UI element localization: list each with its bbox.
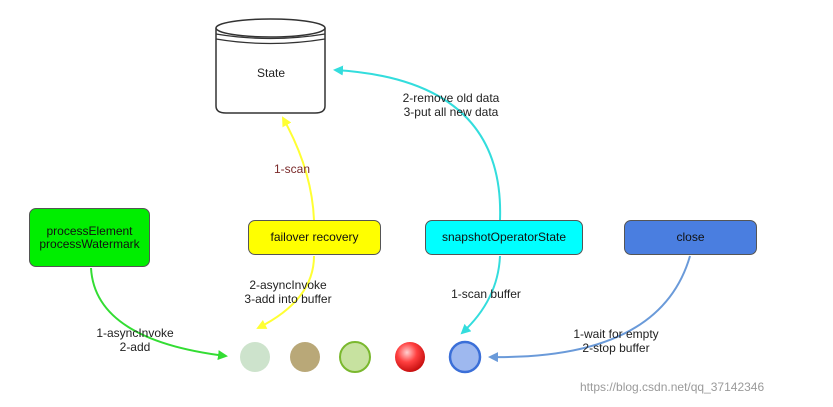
scan-buffer-arrow xyxy=(460,255,501,335)
async-invoke-label: 2-asyncInvoke xyxy=(249,278,327,292)
scan-label: 1-scan xyxy=(273,162,311,176)
add-into-buffer-label: 3-add into buffer xyxy=(244,292,332,306)
state-database-icon xyxy=(215,18,326,114)
watermark: https://blog.csdn.net/qq_37142346 xyxy=(580,380,765,394)
buffer-element-3 xyxy=(339,341,371,373)
buffer-element-4 xyxy=(395,342,425,372)
put-all-new-data-label: 3-put all new data xyxy=(403,105,499,119)
state-label: State xyxy=(256,66,286,80)
scan-buffer-label: 1-scan buffer xyxy=(451,287,521,301)
stop-buffer-label: 2-stop buffer xyxy=(582,341,650,355)
add-into-buffer-arrow xyxy=(256,255,315,329)
wait-stop-label: 1-wait for empty 2-stop buffer xyxy=(556,327,676,355)
failover-recovery-box: failover recovery xyxy=(248,220,381,255)
snapshot-operator-state-box: snapshotOperatorState xyxy=(425,220,583,255)
wait-for-empty-label: 1-wait for empty xyxy=(573,327,659,341)
async-invoke-arrow xyxy=(90,267,228,360)
scan-arrow xyxy=(282,116,315,221)
process-element-box: processElement processWatermark xyxy=(29,208,150,267)
buffer-element-5 xyxy=(448,340,482,374)
async-add-label: 2-asyncInvoke 3-add into buffer xyxy=(228,278,348,306)
buffer-element-2 xyxy=(290,342,320,372)
remove-put-label: 2-remove old data 3-put all new data xyxy=(386,91,516,119)
add-2-label: 2-add xyxy=(119,340,151,354)
close-label: close xyxy=(676,230,705,244)
async-invoke-1-label: 1-asyncInvoke xyxy=(96,326,174,340)
put-new-data-arrow xyxy=(333,65,502,221)
invoke-add-label: 1-asyncInvoke 2-add xyxy=(80,326,190,354)
close-box: close xyxy=(624,220,757,255)
failover-recovery-label: failover recovery xyxy=(270,230,359,244)
remove-old-data-label: 2-remove old data xyxy=(402,91,500,105)
snapshot-operator-state-label: snapshotOperatorState xyxy=(441,230,567,244)
wait-for-empty-arrow xyxy=(488,255,691,363)
process-element-label: processElement xyxy=(46,223,133,238)
process-watermark-label: processWatermark xyxy=(39,236,140,251)
buffer-element-1 xyxy=(240,342,270,372)
